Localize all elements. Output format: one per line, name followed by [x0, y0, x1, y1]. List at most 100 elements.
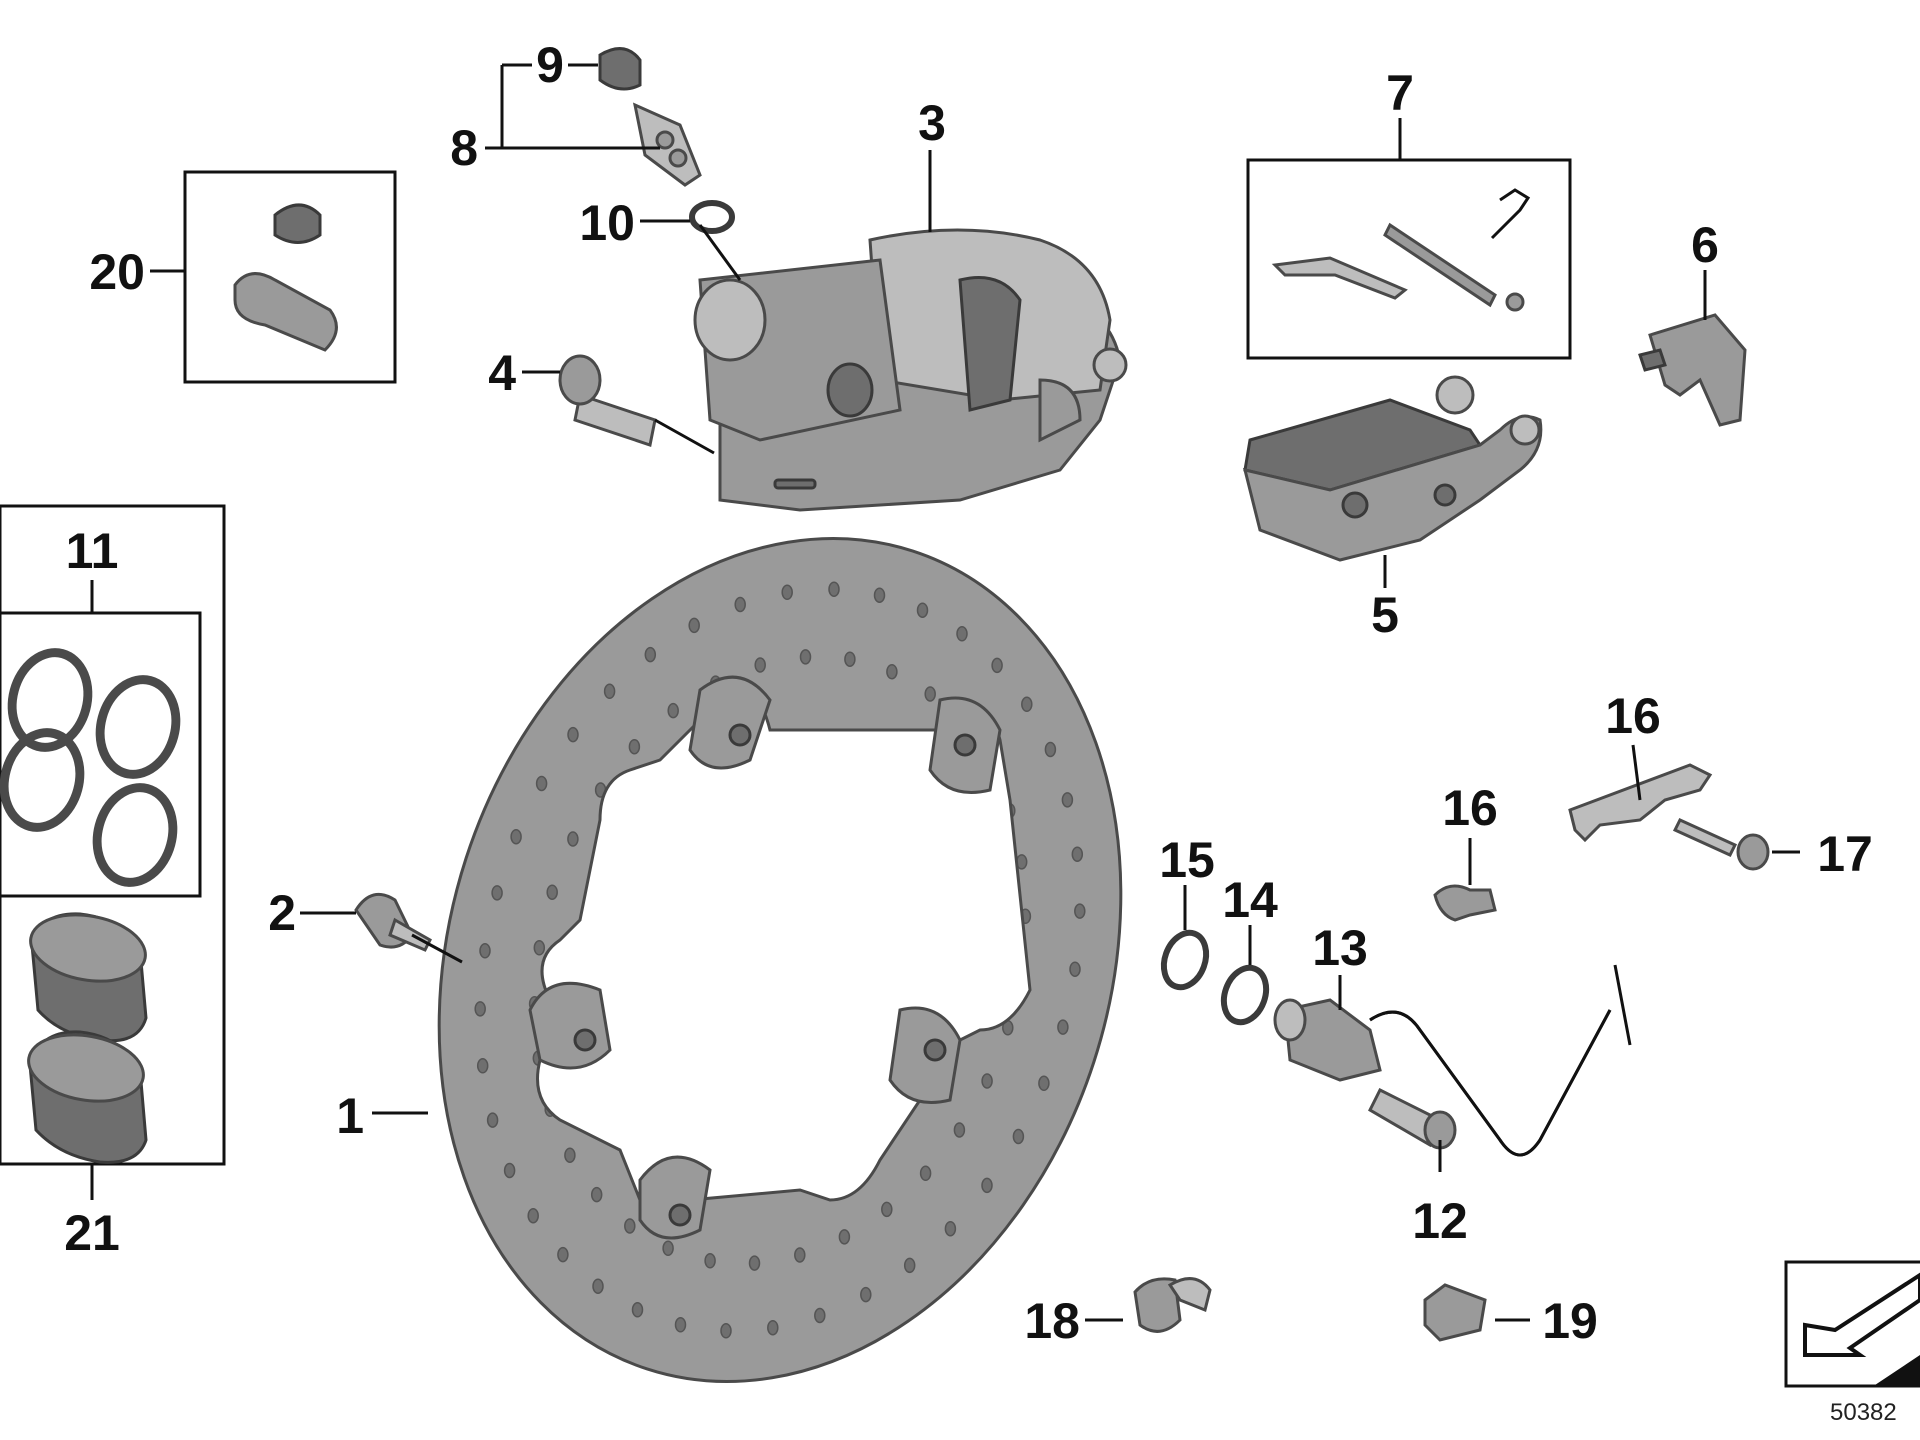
drill-hole [510, 828, 522, 845]
drill-hole [916, 602, 929, 618]
cable-holder-bracket[interactable] [1568, 763, 1713, 843]
drill-hole [624, 1218, 636, 1234]
kit-box-7 [1246, 158, 1572, 360]
drill-hole [944, 1220, 957, 1237]
callout-6: 6 [1691, 217, 1719, 273]
bleeder-cap[interactable] [598, 47, 642, 91]
drill-hole [603, 683, 616, 700]
drill-hole [734, 596, 746, 613]
kit-box-20 [183, 170, 397, 384]
drill-hole [479, 943, 491, 959]
drill-hole [748, 1255, 761, 1271]
drill-hole [592, 1278, 604, 1294]
drill-hole [503, 1162, 516, 1179]
sensor-o-ring-15[interactable] [1157, 927, 1214, 993]
callout-5: 5 [1371, 587, 1399, 643]
drill-hole [981, 1073, 993, 1089]
brake-caliper[interactable] [693, 228, 1128, 512]
caliper-pistons[interactable] [23, 906, 150, 1164]
document-number: 50382 [1830, 1399, 1897, 1426]
callout-15: 15 [1159, 832, 1215, 888]
drill-hole [1071, 846, 1084, 862]
bleeder-valve[interactable] [632, 102, 702, 187]
brake-pad[interactable] [1242, 375, 1543, 562]
drill-hole [838, 1229, 851, 1245]
drill-hole [474, 1001, 486, 1017]
disc-bolt[interactable] [354, 892, 432, 952]
bracket-screw[interactable] [1672, 818, 1770, 871]
drill-hole [631, 1302, 644, 1318]
drill-hole [1038, 1075, 1050, 1092]
anti-rattle-spring[interactable] [1638, 313, 1747, 427]
callout-3: 3 [918, 95, 946, 151]
callout-16-clip: 16 [1442, 780, 1498, 836]
drill-hole [720, 1323, 732, 1339]
callout-10: 10 [579, 195, 635, 251]
document-logo [1784, 1260, 1920, 1388]
cable-clamp-18[interactable] [1133, 1277, 1212, 1333]
callout-1: 1 [336, 1088, 364, 1144]
callout-numbers: 1 2 3 4 5 6 7 8 9 10 11 12 13 14 15 16 1… [64, 37, 1873, 1349]
drill-hole [828, 581, 840, 597]
drill-hole [881, 1201, 893, 1218]
drill-hole [799, 649, 812, 665]
drill-hole [860, 1286, 872, 1303]
drill-hole [533, 940, 546, 956]
abs-sensor[interactable] [1273, 964, 1632, 1157]
callout-9: 9 [536, 37, 564, 93]
sensor-bolt[interactable] [1368, 1087, 1457, 1150]
drill-hole [486, 1112, 499, 1128]
drill-hole [953, 1122, 966, 1138]
drill-hole [873, 587, 886, 603]
drill-hole [1044, 741, 1057, 758]
drill-hole [476, 1058, 489, 1074]
drill-hole [754, 657, 766, 673]
drill-hole [662, 1240, 674, 1257]
drill-hole [644, 646, 657, 663]
callout-16-bracket: 16 [1605, 688, 1661, 744]
callout-14: 14 [1222, 872, 1278, 928]
drill-hole [886, 663, 898, 680]
callout-18: 18 [1024, 1293, 1080, 1349]
drill-hole [767, 1319, 779, 1336]
drill-hole [1074, 903, 1086, 919]
caliper-bolt[interactable] [558, 354, 657, 447]
drill-hole [688, 617, 700, 634]
drill-hole [491, 885, 503, 901]
kit-box-11 [0, 611, 202, 898]
callout-11: 11 [66, 523, 119, 579]
drill-hole [667, 702, 679, 719]
drill-hole [1012, 1128, 1025, 1145]
piston-seal-kit[interactable] [0, 644, 186, 891]
callout-4: 4 [488, 345, 516, 401]
cable-clip[interactable] [1433, 884, 1497, 922]
drill-hole [1061, 792, 1074, 808]
drill-hole [590, 1186, 603, 1203]
drill-hole [794, 1247, 806, 1263]
drill-hole [1021, 696, 1033, 713]
drill-hole [557, 1246, 569, 1263]
sensor-o-ring-14[interactable] [1217, 962, 1274, 1028]
callout-19: 19 [1542, 1293, 1598, 1349]
cable-clamp-19[interactable] [1423, 1283, 1487, 1342]
bolt-cap-kit[interactable] [233, 203, 338, 352]
brake-disc[interactable] [333, 449, 1226, 1440]
callout-13: 13 [1312, 920, 1368, 976]
drill-hole [844, 651, 856, 667]
callout-7: 7 [1386, 65, 1414, 121]
drill-hole [924, 686, 936, 702]
drill-hole [956, 626, 968, 642]
drill-hole [628, 738, 641, 755]
callout-8: 8 [450, 120, 478, 176]
drill-hole [814, 1307, 826, 1324]
pad-retaining-kit[interactable] [1271, 188, 1531, 312]
drill-hole [781, 584, 793, 601]
drill-hole [903, 1257, 916, 1274]
drill-hole [991, 657, 1003, 674]
drill-hole [704, 1253, 716, 1269]
callout-17: 17 [1817, 826, 1873, 882]
sealing-ring[interactable] [689, 200, 735, 234]
kit-box-21 [0, 504, 226, 1166]
drill-hole [674, 1317, 687, 1333]
